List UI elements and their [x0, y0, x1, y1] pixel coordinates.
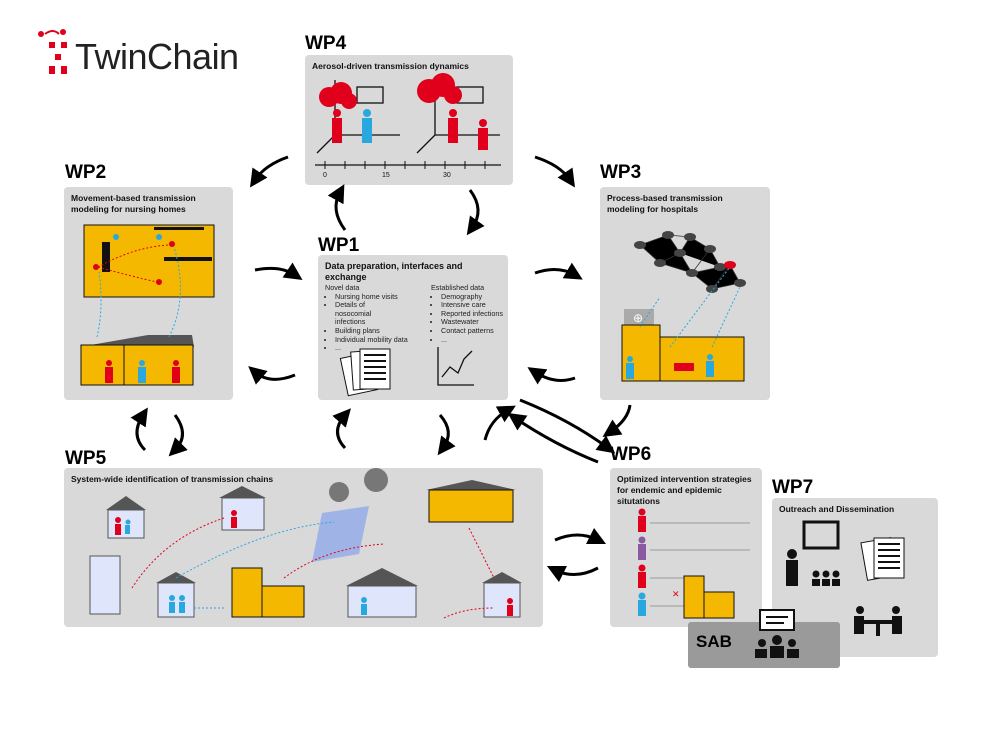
wp7-title: Outreach and Dissemination: [779, 504, 895, 514]
wp7-label: WP7: [772, 477, 814, 498]
list-item: Contact patterns: [441, 326, 503, 336]
arrow-wp1-wp3: [534, 262, 583, 280]
arrow-wp4-wp3: [534, 155, 575, 188]
wp3-title: Process-based transmission modeling for …: [607, 193, 723, 214]
established-data-heading: Established data: [431, 283, 485, 292]
aerosol-illustration: [315, 73, 501, 169]
list-item: ...: [335, 344, 408, 353]
list-item: Intensive care: [441, 301, 503, 310]
nursing-home-illustration: [79, 224, 215, 386]
wp5-label: WP5: [65, 448, 107, 469]
hospital-network-illustration: ⊕: [621, 231, 746, 382]
wp4-box: Aerosol-driven transmission dynamics 0 1…: [305, 55, 513, 185]
list-item: ...: [441, 335, 503, 345]
list-item: Reported infections: [441, 309, 503, 319]
advisory-board-icon: [755, 609, 799, 658]
wp5-box: System-wide identification of transmissi…: [64, 468, 543, 627]
wp6-label: WP6: [610, 444, 652, 465]
arrow-wp1-wp6: [519, 398, 616, 454]
documents-icon: [339, 348, 391, 397]
arrow-wp5-wp1: [332, 408, 351, 450]
arrow-wp6-wp1: [507, 412, 599, 464]
presentation-icon: [786, 520, 840, 586]
novel-data-heading: Novel data: [325, 283, 360, 292]
arrow-wp5-wp2: [130, 407, 148, 452]
arrow-wp4-wp2: [250, 155, 289, 188]
arrow-wp6-wp5: [546, 565, 599, 583]
arrow-wp3-wp6: [602, 404, 632, 437]
intervention-illustration: ✕: [638, 508, 750, 619]
sab-box: SAB: [688, 609, 840, 668]
arrow-wp1-wp4: [327, 184, 347, 231]
list-item: Individual mobility data: [335, 335, 408, 345]
arrow-wp2-wp1: [254, 262, 303, 280]
meeting-icon: [854, 606, 902, 636]
wp3-box: Process-based transmission modeling for …: [600, 187, 770, 400]
list-item: Demography: [441, 292, 503, 302]
svg-text:⊕: ⊕: [633, 311, 643, 325]
wp1-label: WP1: [318, 235, 360, 256]
wp1-title: Data preparation, interfaces and exchang…: [325, 261, 463, 282]
list-item: Wastewater: [441, 318, 503, 327]
list-item: Building plans: [335, 326, 408, 336]
line-chart-icon: [437, 347, 474, 386]
arrow-wp2-wp5: [168, 414, 188, 457]
arrow-wp3-wp1: [527, 367, 576, 385]
arrow-wp1-wp2: [248, 366, 296, 385]
system-wide-illustration: [89, 468, 522, 619]
wp5-title: System-wide identification of transmissi…: [71, 474, 274, 484]
documents-and-chart-icons: [339, 347, 474, 397]
axis-tick-30: 30: [443, 172, 451, 179]
wp2-box: Movement-based transmission modeling for…: [64, 187, 233, 400]
axis-tick-0: 0: [323, 172, 327, 179]
axis-tick-15: 15: [382, 172, 390, 179]
wp3-label: WP3: [600, 162, 642, 183]
wp2-title: Movement-based transmission modeling for…: [71, 193, 196, 214]
outreach-icons: [786, 520, 905, 636]
arrow-wp1-wp5: [437, 414, 456, 456]
documents-icon: [860, 537, 905, 581]
arrow-wp4-wp1: [466, 189, 485, 236]
wp4-label: WP4: [305, 33, 347, 54]
logo-people-icon: [38, 29, 67, 74]
twinchain-logo: TwinChain: [35, 28, 245, 84]
wp2-label: WP2: [65, 162, 107, 183]
logo-text: TwinChain: [75, 36, 239, 77]
list-item: Nursing home visits: [335, 292, 408, 302]
wp6-title: Optimized intervention strategies for en…: [617, 474, 752, 506]
established-data-list: Established data Demography Intensive ca…: [431, 283, 503, 345]
arrow-wp5-wp1-b: [483, 405, 516, 441]
wp1-box: Data preparation, interfaces and exchang…: [318, 255, 508, 400]
wp4-title: Aerosol-driven transmission dynamics: [312, 61, 469, 71]
wp6-box: Optimized intervention strategies for en…: [610, 468, 762, 627]
arrow-wp5-wp6: [554, 527, 607, 545]
list-item: Details of nosocomial infections: [335, 300, 397, 327]
sab-label: SAB: [696, 632, 732, 651]
svg-text:✕: ✕: [672, 589, 680, 599]
novel-data-list: Novel data Nursing home visits Details o…: [325, 283, 408, 353]
